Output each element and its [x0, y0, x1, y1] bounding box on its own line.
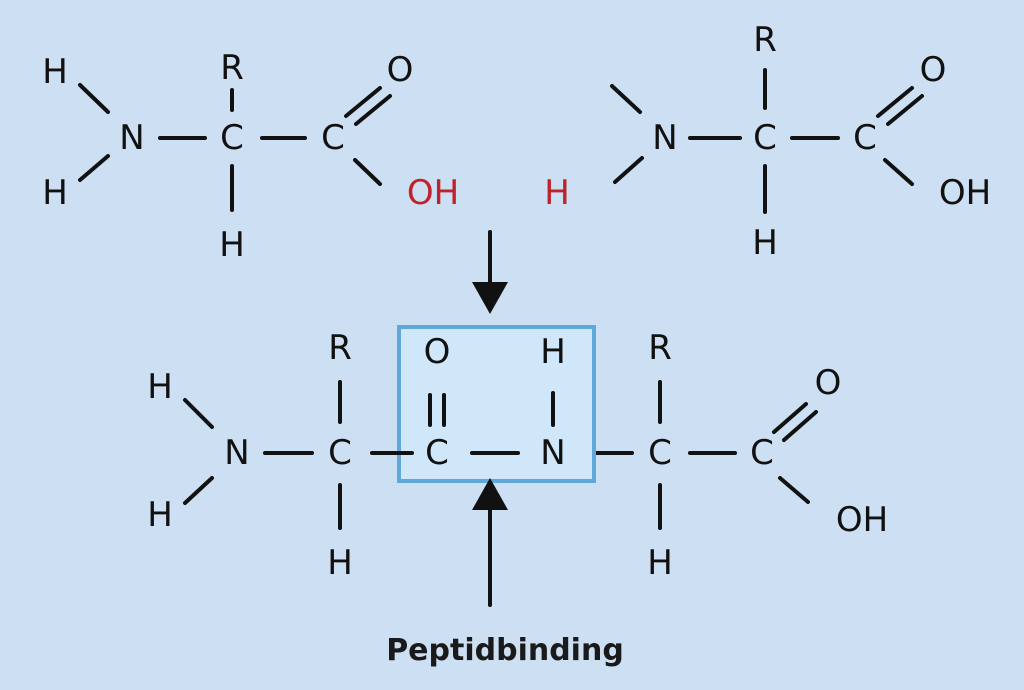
amino-acid-1-atom-r: R [220, 48, 244, 88]
amino-acid-1-atom-h: H [42, 173, 68, 213]
bond-line [782, 410, 818, 442]
dipeptide-atom-o: O [424, 332, 451, 372]
dipeptide-atom-h: H [327, 543, 353, 583]
pointer-arrow-up [472, 478, 508, 607]
amino-acid-2-atom-c: C [853, 118, 877, 158]
dipeptide-atom-n: N [540, 433, 565, 473]
dipeptide-atom-c: C [425, 433, 449, 473]
bonds-box [370, 391, 555, 455]
amino-acid-2-atom-r: R [753, 20, 777, 60]
bond-line [183, 476, 214, 505]
bond-line [883, 158, 914, 186]
bonds [78, 68, 924, 530]
peptide-bond-label: Peptidbinding [386, 633, 624, 668]
dipeptide-atom-h: H [147, 367, 173, 407]
bond-line [78, 154, 110, 182]
dipeptide-atom-c: C [648, 433, 672, 473]
dipeptide-atom-h: H [647, 543, 673, 583]
amino-acid-1-atom-n: N [119, 118, 144, 158]
amino-acid-2-atom-o: O [920, 50, 947, 90]
bond-line [886, 94, 924, 126]
dipeptide-atom-c: C [750, 433, 774, 473]
amino-acid-1-atom-o: O [387, 50, 414, 90]
amino-acid-1-atom-h: H [42, 52, 68, 92]
bond-line [610, 84, 642, 114]
bond-line [354, 94, 392, 126]
amino-acid-2-atom-h: H [752, 223, 778, 263]
bond-line [613, 156, 644, 184]
bond-line [876, 86, 914, 118]
dipeptide-atom-h: H [540, 332, 566, 372]
bond-line [183, 398, 214, 429]
bond-line [772, 402, 808, 434]
reaction-arrow-down [472, 230, 508, 314]
dipeptide-atom-n: N [224, 433, 249, 473]
dipeptide-atom-oh: OH [836, 500, 888, 540]
amino-acid-1-atom-oh: OH [407, 173, 459, 213]
amino-acid-1-atom-h: H [219, 225, 245, 265]
amino-acid-2-atom-n: N [652, 118, 677, 158]
amino-acid-2-atom-oh: OH [939, 173, 991, 213]
bond-line [353, 158, 382, 186]
bond-line [778, 476, 810, 504]
dipeptide-atom-o: O [815, 363, 842, 403]
bond-line [78, 83, 110, 114]
amino-acid-1-atom-c: C [220, 118, 244, 158]
amino-acid-1-atom-c: C [321, 118, 345, 158]
dipeptide-atom-r: R [648, 328, 672, 368]
dipeptide-atom-c: C [328, 433, 352, 473]
dipeptide-atom-h: H [147, 495, 173, 535]
amino-acid-2-atom-c: C [753, 118, 777, 158]
dipeptide-atom-r: R [328, 328, 352, 368]
amino-acid-2-atom-h: H [544, 173, 570, 213]
bond-line [344, 86, 382, 118]
